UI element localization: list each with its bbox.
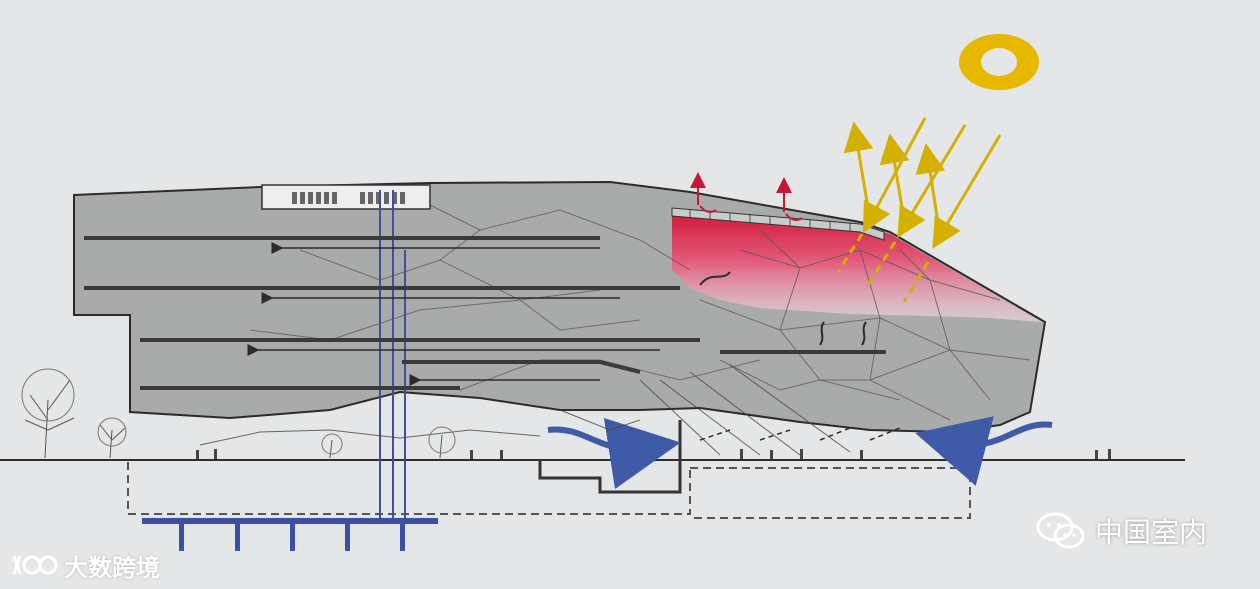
foundation-beam	[142, 518, 438, 524]
warm-air-curls	[699, 271, 867, 346]
watermark-left: 大数跨境	[10, 548, 160, 582]
vertical-ducts	[379, 190, 406, 518]
floor-slabs	[84, 236, 886, 390]
watermark-left-text: 大数跨境	[64, 553, 160, 582]
watermark-right-text: 中国室内	[1095, 516, 1208, 549]
people	[196, 449, 1111, 459]
solar-heated-atrium	[672, 210, 1042, 322]
watermark-right: 中国室内	[1035, 508, 1207, 554]
facade-lattice	[249, 199, 1031, 421]
basement-outline	[127, 462, 971, 519]
wechat-logo-icon	[1036, 512, 1085, 549]
roof-grille	[671, 207, 885, 241]
undercroft-structure	[199, 364, 851, 456]
trees	[21, 368, 456, 459]
foundation-piles	[179, 524, 405, 551]
sun-icon	[959, 34, 1039, 90]
airflow-arrows-return	[247, 242, 660, 386]
skylight-panels	[292, 192, 405, 204]
solar-rays	[836, 117, 1002, 303]
roof-grille-hatch	[689, 210, 851, 231]
roof-skylight	[261, 184, 431, 210]
xbo-logo-icon	[12, 555, 58, 575]
cool-air-intake	[547, 416, 1053, 490]
hot-air-exhaust-arrows	[690, 172, 803, 222]
